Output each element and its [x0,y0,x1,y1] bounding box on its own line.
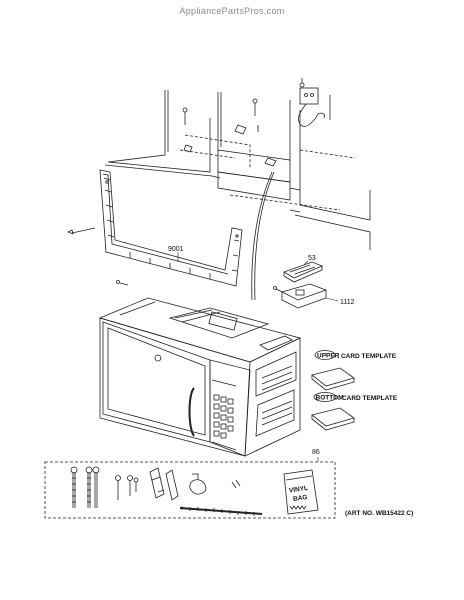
bottom-template-text: : CARD TEMPLATE [338,395,398,402]
part-label-53: 53 [308,255,316,262]
vinyl-bag-line2: BAG [293,494,308,503]
part-label-86: 86 [312,449,320,456]
mounting-frame-9001 [99,169,243,287]
vinyl-bag-line1: VINYL [289,485,309,495]
upper-template-badge: UPPER [317,353,340,360]
frame-screw [116,280,129,286]
wall-cabinets [104,90,371,250]
upper-template-text: : CARD TEMPLATE [337,353,397,360]
part-label-1112: 1112 [340,299,355,306]
wall-screw [67,227,96,235]
part-label-9001: 9001 [168,246,184,253]
upper-card-template [311,350,355,391]
watermark: AppliancePartsPros.com [179,6,285,16]
part-1112-damper [273,283,328,309]
art-number: (ART NO. WB15422 C) [345,510,414,517]
leader-53 [303,260,309,266]
microwave-oven [98,297,302,457]
wall-outlet [299,78,319,105]
power-cord [251,103,325,301]
hardware-kit-86 [44,457,336,519]
bottom-template-badge: BOTTOM [316,395,344,402]
part-53-cover [283,261,324,283]
bottom-card-template [311,392,355,431]
leader-1112 [325,297,339,302]
